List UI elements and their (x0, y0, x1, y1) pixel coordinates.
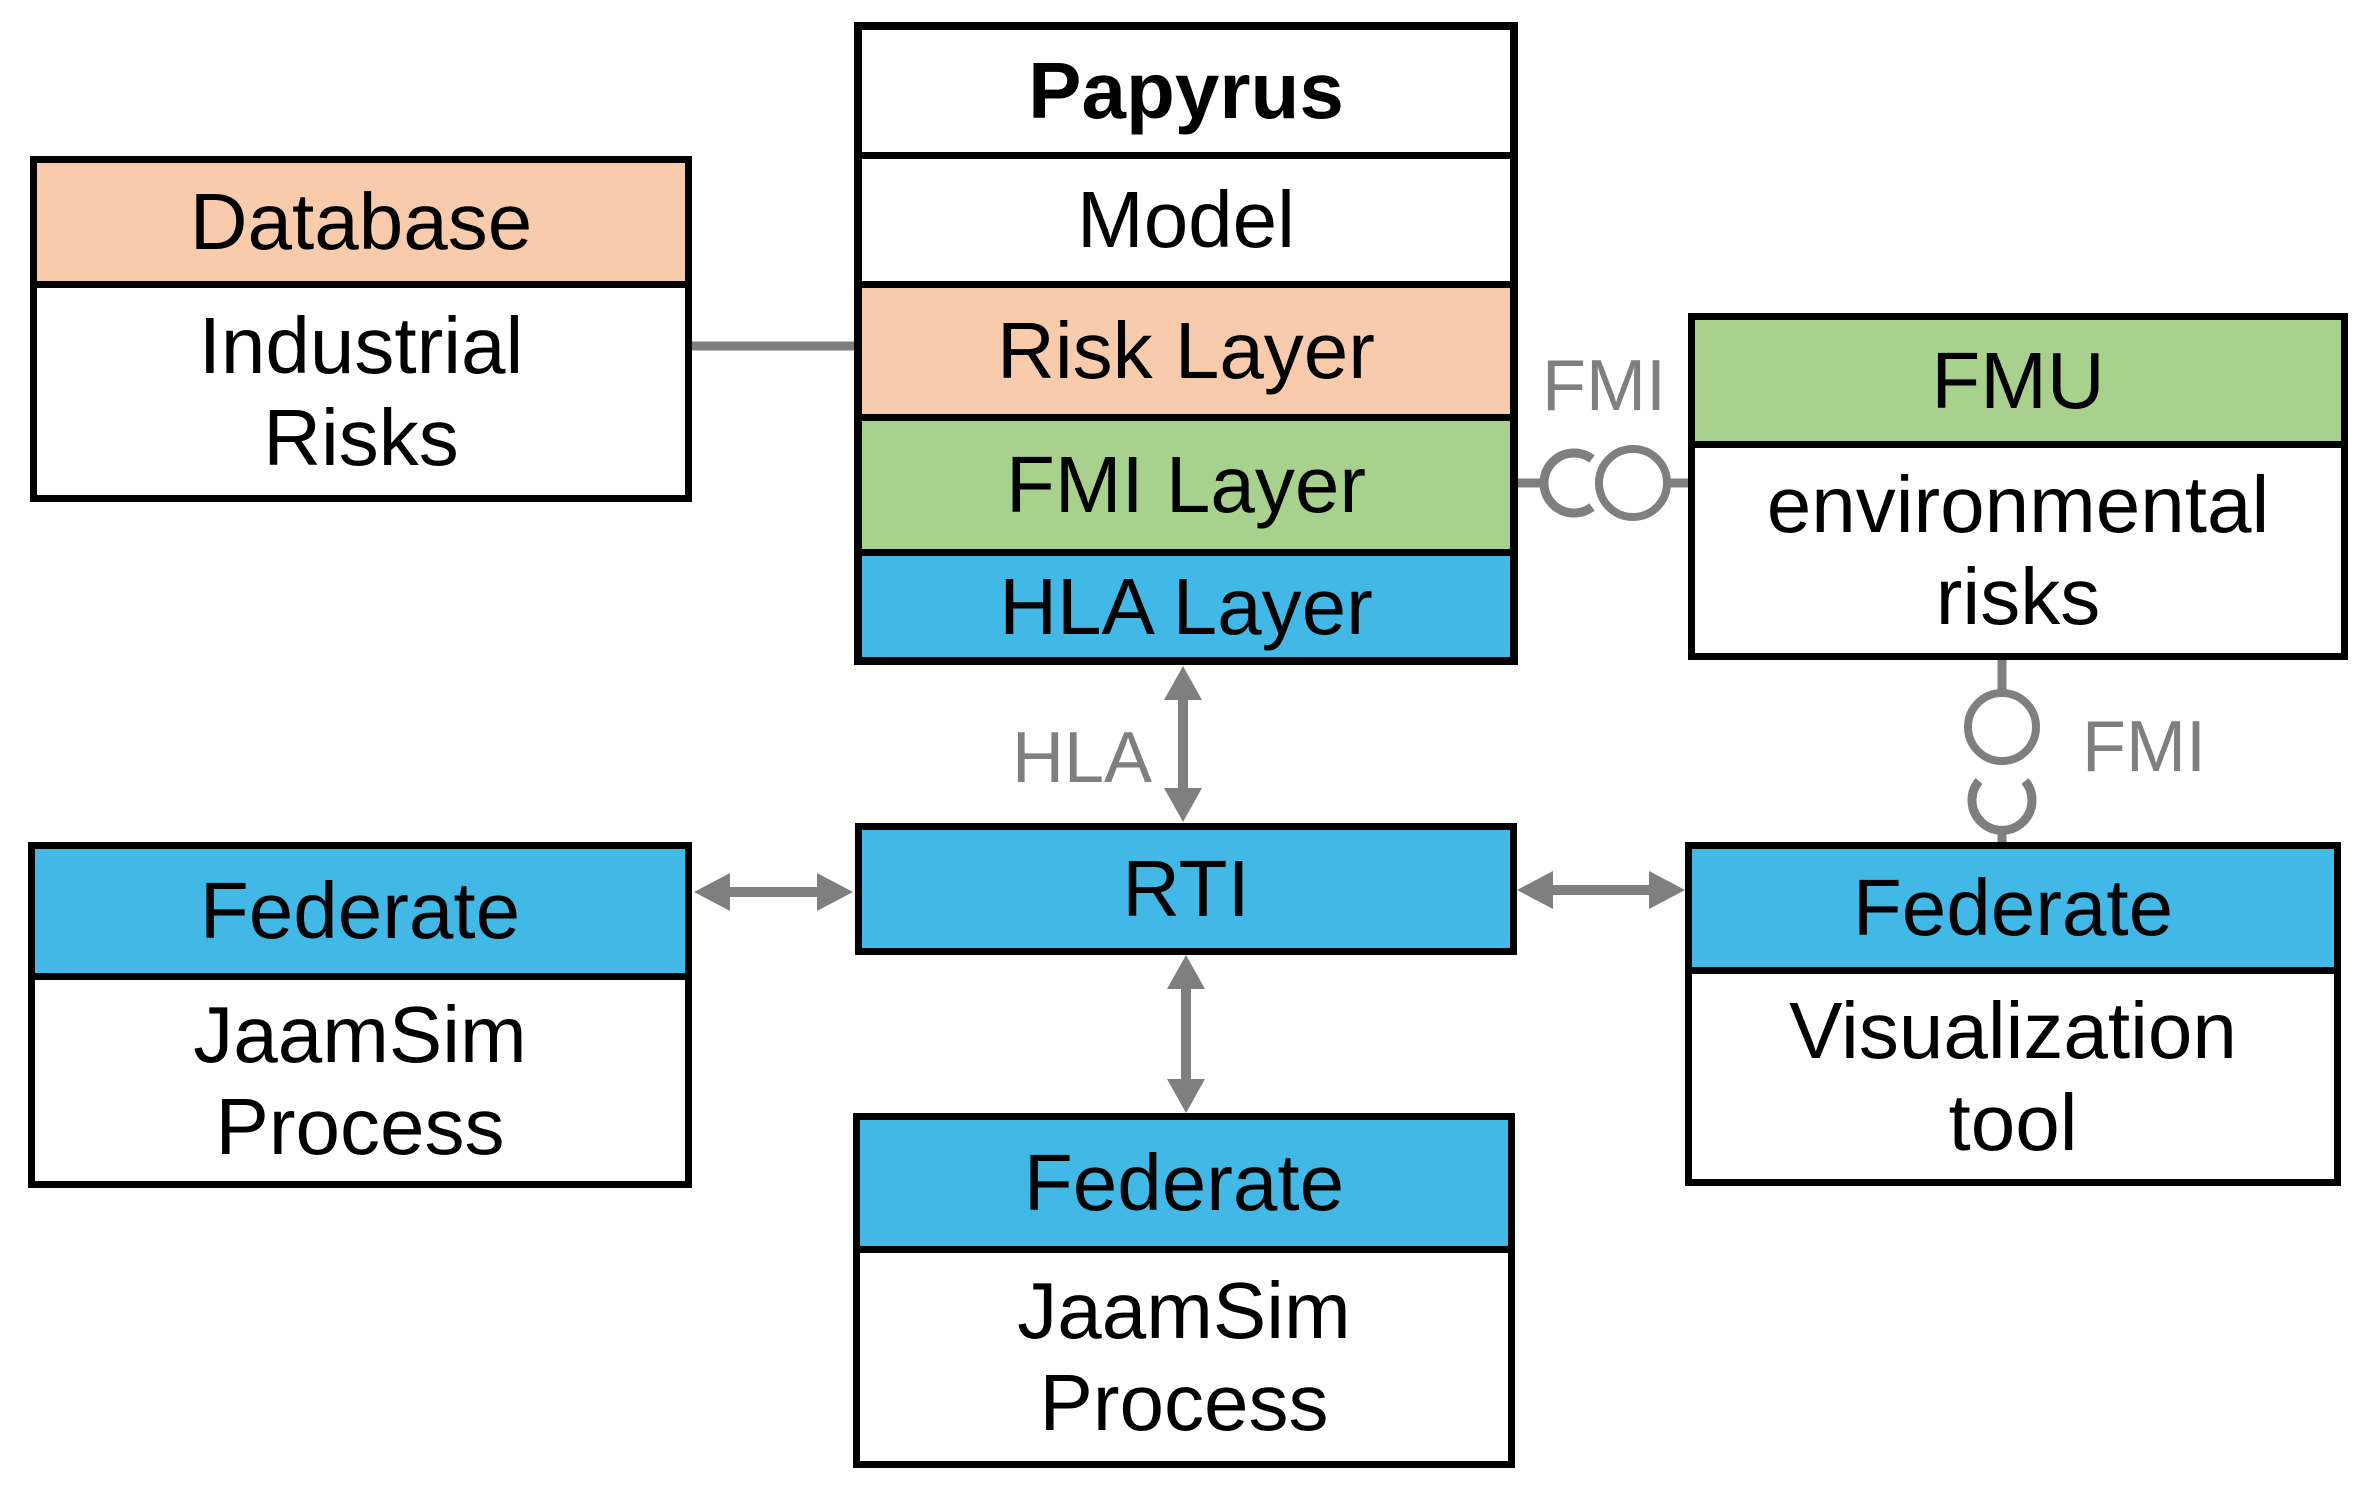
rti-title: RTI (1122, 844, 1250, 933)
papyrus-title: Papyrus (1028, 46, 1344, 135)
double-arrow-federate-left-rti-icon (694, 873, 853, 911)
database-box: Database Industrial Risks (30, 156, 692, 502)
federate-right-body-line: tool (1948, 1077, 2078, 1167)
papyrus-box: Papyrus Model Risk Layer FMI Layer HLA L… (854, 22, 1518, 665)
database-body-line: Risks (263, 392, 459, 482)
fmi-connector-label-horizontal: FMI (1542, 346, 1666, 426)
database-header: Database (37, 163, 685, 288)
layer-label: FMI Layer (1005, 440, 1367, 529)
federate-left-body-line: JaamSim (193, 989, 527, 1079)
fmu-box: FMU environmental risks (1688, 313, 2348, 660)
fmi-ball-socket-horizontal-icon (1518, 445, 1692, 521)
federate-bottom-box: Federate JaamSim Process (853, 1113, 1515, 1468)
fmu-body-line: risks (1935, 551, 2101, 641)
federate-left-body: JaamSim Process (35, 980, 685, 1181)
database-body: Industrial Risks (37, 288, 685, 495)
papyrus-layer-model: Model (862, 159, 1510, 288)
federate-left-title: Federate (199, 866, 521, 955)
fmi-ball-icon (1595, 445, 1671, 521)
papyrus-layer-risk: Risk Layer (862, 288, 1510, 421)
layer-label: Model (1077, 175, 1295, 264)
papyrus-title-row: Papyrus (862, 30, 1510, 159)
database-body-line: Industrial (198, 300, 524, 390)
papyrus-layer-hla: HLA Layer (862, 556, 1510, 657)
papyrus-layer-fmi: FMI Layer (862, 421, 1510, 556)
database-title: Database (189, 177, 533, 266)
fmi-connector-label-vertical: FMI (2082, 707, 2206, 787)
federate-bottom-body-line: Process (1039, 1358, 1329, 1447)
fmi-ball-icon (1964, 689, 2040, 765)
federate-bottom-title: Federate (1023, 1138, 1345, 1227)
fmu-header: FMU (1695, 320, 2341, 448)
fmu-body: environmental risks (1695, 448, 2341, 653)
federate-bottom-header: Federate (860, 1120, 1508, 1253)
double-arrow-rti-federate-right-icon (1517, 871, 1685, 909)
double-arrow-rti-federate-bottom-icon (1167, 955, 1205, 1113)
layer-label: Risk Layer (997, 306, 1375, 395)
rti-box: RTI (855, 823, 1517, 955)
rti-row: RTI (862, 830, 1510, 948)
fmi-ball-socket-vertical-icon (1964, 660, 2040, 842)
federate-right-title: Federate (1852, 863, 2174, 952)
federate-right-body-line: Visualization (1789, 985, 2237, 1075)
fmi-socket-icon (1967, 778, 2037, 835)
hla-connector-label: HLA (1011, 718, 1153, 798)
federate-left-body-line: Process (215, 1081, 505, 1171)
federate-right-header: Federate (1692, 849, 2334, 974)
fmu-title: FMU (1931, 335, 2105, 425)
federate-bottom-body-line: JaamSim (1017, 1266, 1351, 1355)
fmu-body-line: environmental (1766, 459, 2270, 549)
federate-left-box: Federate JaamSim Process (28, 842, 692, 1188)
federate-bottom-body: JaamSim Process (860, 1253, 1508, 1461)
fmi-socket-icon (1539, 448, 1595, 518)
federate-left-header: Federate (35, 849, 685, 980)
federate-right-box: Federate Visualization tool (1685, 842, 2341, 1186)
hla-double-arrow-papyrus-rti-icon (1164, 666, 1202, 822)
federate-right-body: Visualization tool (1692, 974, 2334, 1179)
layer-label: HLA Layer (999, 561, 1373, 651)
